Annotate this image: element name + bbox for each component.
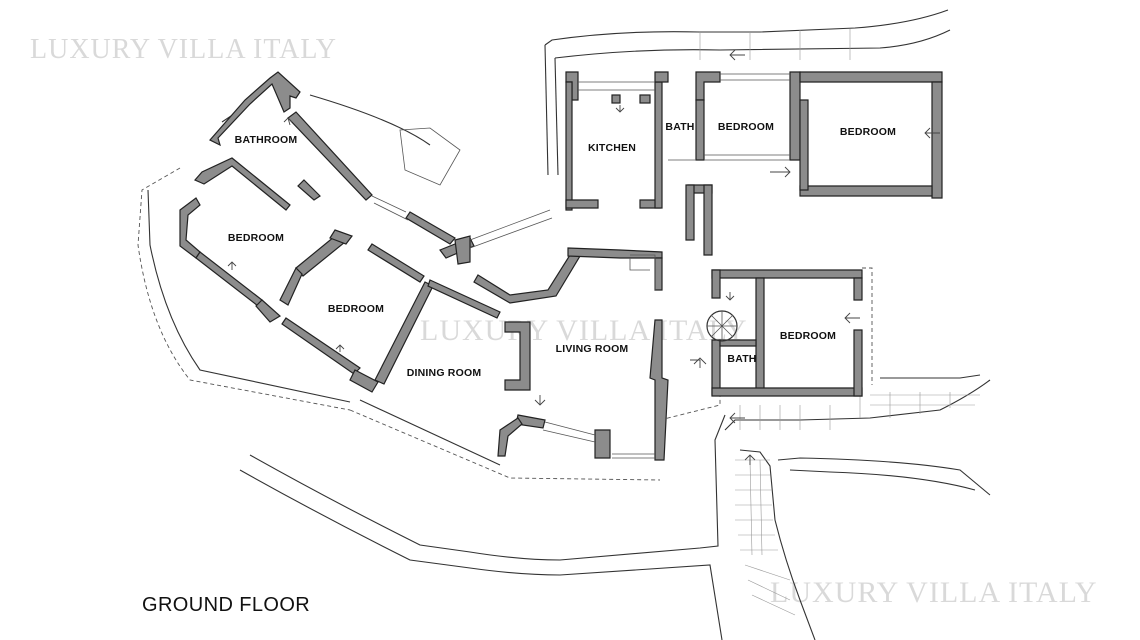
room-label-dining-room: DINING ROOM bbox=[407, 367, 482, 379]
room-label-bedroom-west: BEDROOM bbox=[228, 232, 284, 244]
room-label-bath-east: BATH bbox=[727, 353, 756, 365]
room-label-bedroom-north: BEDROOM bbox=[718, 121, 774, 133]
walls-north bbox=[565, 71, 943, 256]
room-label-bathroom: BATHROOM bbox=[235, 134, 298, 146]
watermark-center: LUXURY VILLA ITALY bbox=[420, 314, 748, 347]
walls-corridor bbox=[371, 195, 581, 304]
room-label-bath-north: BATH bbox=[665, 121, 694, 133]
walls-west-wing bbox=[179, 71, 501, 393]
floor-title: GROUND FLOOR bbox=[142, 594, 311, 616]
room-label-kitchen: KITCHEN bbox=[588, 142, 636, 154]
access-arrows bbox=[227, 49, 940, 465]
garden-paths bbox=[239, 374, 991, 640]
room-label-bedroom-northeast: BEDROOM bbox=[840, 126, 896, 138]
watermark-top: LUXURY VILLA ITALY bbox=[30, 34, 337, 65]
walls-living bbox=[497, 247, 669, 461]
room-label-bedroom-east: BEDROOM bbox=[780, 330, 836, 342]
room-label-bedroom-mid: BEDROOM bbox=[328, 303, 384, 315]
walls-east bbox=[706, 267, 873, 397]
terrace-outlines bbox=[137, 9, 951, 481]
room-labels: BATHROOM BEDROOM BEDROOM DINING ROOM LIV… bbox=[228, 121, 896, 379]
room-label-living-room: LIVING ROOM bbox=[556, 343, 629, 355]
watermark-bottom: LUXURY VILLA ITALY bbox=[770, 576, 1098, 609]
